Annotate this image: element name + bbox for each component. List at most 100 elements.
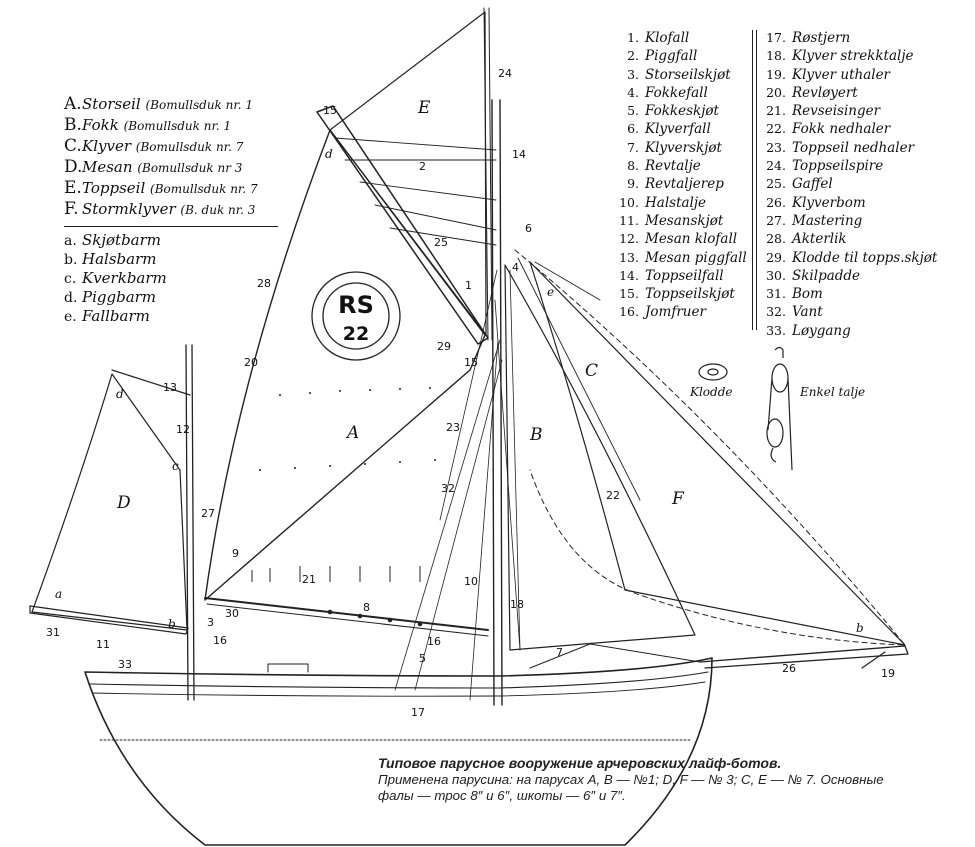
callout-7: 7 — [556, 646, 563, 659]
callout-3: 3 — [207, 616, 214, 629]
legend-sail-row: A.Storseil (Bomullsduk nr. 1 — [64, 96, 278, 117]
legend-part-row: 24.Toppseilspire — [764, 159, 937, 178]
legend-part-row: 32.Vant — [764, 306, 937, 324]
callout-29: 29 — [437, 340, 451, 353]
barm-label-c: c — [172, 459, 179, 473]
legend-part-row: 8.Revtalje — [617, 159, 747, 178]
legend-num: 5. — [627, 103, 639, 119]
callout-24: 24 — [498, 67, 512, 80]
legend-note: (Bomullsduk nr. 7 — [135, 140, 244, 154]
legend-num: 10. — [619, 194, 639, 210]
legend-num: 22. — [766, 121, 786, 137]
legend-num: 12. — [619, 231, 639, 247]
legend-num: 20. — [766, 84, 786, 100]
callout-19: 19 — [881, 667, 895, 680]
legend-part-row: 20.Revløyert — [764, 84, 937, 105]
callout-25: 25 — [434, 236, 448, 249]
legend-code: B. — [64, 115, 82, 135]
hull — [84, 657, 713, 846]
legend-name: Kverkbarm — [82, 269, 167, 287]
callout-31: 31 — [46, 626, 60, 639]
legend-name: Piggfall — [645, 48, 698, 65]
callout-23: 23 — [446, 421, 460, 434]
legend-name: Bom — [792, 286, 823, 303]
barm-label-b-bow: b — [856, 621, 864, 635]
legend-num: 9. — [627, 176, 639, 192]
legend-part-row: 21.Revseisinger — [764, 104, 937, 123]
legend-part-row: 10. Halstalje — [617, 194, 747, 215]
legend-num: 33. — [766, 322, 786, 338]
callout-8: 8 — [363, 601, 370, 614]
legend-code: A. — [64, 94, 82, 114]
legend-name: Mesan piggfall — [645, 249, 747, 266]
sail-label-e: E — [417, 98, 431, 118]
klodde-label: Klodde — [689, 385, 733, 399]
callout-16-mizzen: 16 — [213, 634, 227, 647]
legend-code: D. — [64, 157, 83, 177]
legend-part-row: 28.Akterlik — [764, 233, 937, 251]
legend-name: Klyver — [82, 137, 131, 155]
sail-e-toppseil — [329, 11, 487, 336]
legend-name: Klyverfall — [645, 121, 711, 138]
mizzen-mast — [185, 344, 195, 701]
callout-13: 13 — [163, 381, 177, 394]
legend-part-row: 1.Klofall — [617, 30, 747, 50]
legend-name: Skjøtbarm — [82, 231, 162, 249]
sail-mark-bottom: 22 — [343, 323, 369, 345]
legend-barm-row: a.Skjøtbarm — [64, 233, 278, 252]
legend-parts-column-1: 1.Klofall 2.Piggfall 3.Storseilskjøt 4.F… — [617, 30, 747, 325]
legend-name: Vant — [792, 304, 823, 321]
legend-num: 23. — [766, 139, 786, 155]
legend-name: Mesan — [82, 158, 133, 176]
legend-sails: A.Storseil (Bomullsduk nr. 1 B.Fokk (Bom… — [64, 96, 278, 328]
callout-18: 18 — [510, 598, 524, 611]
sail-f-stormklyver — [529, 261, 906, 646]
legend-name: Klyver uthaler — [792, 66, 891, 83]
callout-33: 33 — [118, 658, 132, 671]
legend-num: 28. — [766, 231, 786, 247]
legend-num: 1. — [627, 30, 639, 45]
legend-part-row: 9.Revtaljerep — [617, 178, 747, 196]
legend-name: Fokkeskjøt — [645, 103, 719, 120]
sail-b-fokk — [504, 264, 696, 651]
legend-part-row: 19.Klyver uthaler — [764, 66, 937, 87]
barm-label-b-mizzen: b — [168, 617, 176, 631]
callout-2: 2 — [419, 160, 426, 173]
sail-label-d: D — [116, 493, 131, 513]
sail-label-a: A — [345, 423, 359, 443]
legend-name: Fokkefall — [645, 84, 708, 101]
callout-20: 20 — [244, 356, 258, 369]
legend-barm-row: b.Halsbarm — [64, 252, 278, 271]
legend-part-row: 12.Mesan klofall — [617, 233, 747, 251]
sail-label-b: B — [529, 425, 543, 445]
legend-name: Klodde til topps.skjøt — [792, 249, 938, 266]
callout-15: 15 — [323, 104, 337, 117]
callout-28: 28 — [257, 277, 271, 290]
legend-note: (Bomullsduk nr. 1 — [123, 119, 232, 133]
legend-name: Toppseil — [82, 179, 146, 197]
legend-name: Storseilskjøt — [645, 66, 731, 83]
legend-name: Jomfruer — [645, 304, 706, 321]
figure-caption: Типовое парусное вооружение арчеровских … — [378, 755, 968, 805]
legend-note: (Bomullsduk nr. 7 — [150, 182, 258, 196]
legend-divider — [64, 226, 278, 227]
sail-label-f: F — [671, 489, 685, 509]
bowsprit — [699, 645, 909, 669]
legend-num: 18. — [766, 48, 786, 64]
legend-part-row: 11.Mesanskjøt — [617, 212, 747, 233]
talje-label: Enkel talje — [799, 385, 865, 399]
callout-1: 1 — [465, 279, 472, 292]
legend-column-separator — [752, 30, 754, 330]
sail-mark-top: RS — [338, 291, 374, 319]
main-boom — [204, 597, 489, 631]
legend-note: (B. duk nr. 3 — [180, 203, 256, 217]
caption-line-1: Применена парусина: на парусах А, В — №1… — [378, 771, 884, 787]
legend-name: Halstalje — [645, 194, 707, 211]
legend-code: e. — [64, 309, 77, 325]
legend-part-row: 4.Fokkefall — [617, 84, 747, 105]
legend-name: Mesanskjøt — [645, 212, 724, 229]
legend-num: 29. — [766, 249, 786, 265]
callout-5: 5 — [419, 652, 426, 665]
caption-line-2: фалы — трос 8″ и 6″, шкоты — 6″ и 7″. — [378, 788, 626, 803]
legend-note: (Bomullsduk nr 3 — [137, 161, 243, 175]
